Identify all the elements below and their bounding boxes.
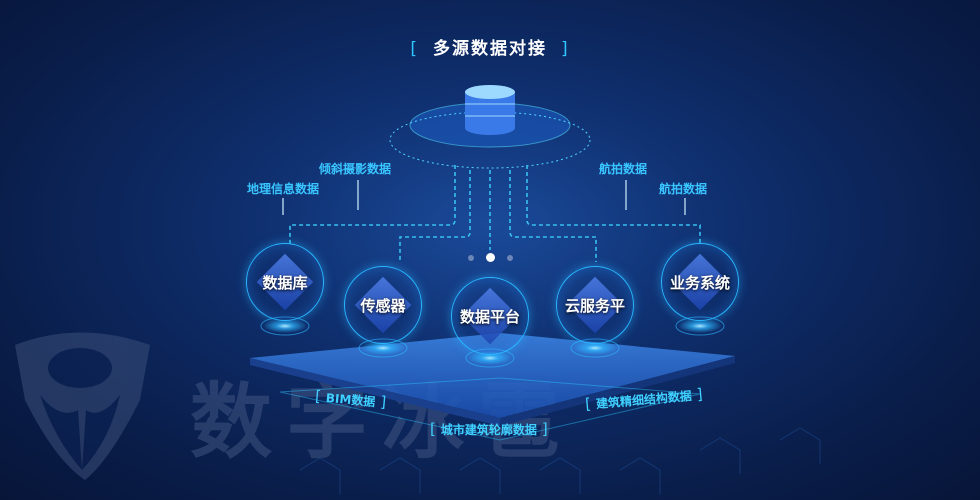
pager-dot-active[interactable] — [486, 253, 495, 262]
pager-dot[interactable] — [507, 255, 513, 261]
node-cloud-service[interactable]: 云服务平 — [556, 266, 634, 344]
source-label: 航拍数据 — [658, 182, 708, 196]
node-business-system[interactable]: 业务系统 — [661, 243, 739, 321]
page-title: [多源数据对接] — [410, 39, 570, 59]
watermark-logo — [15, 332, 150, 480]
hex-floor — [299, 427, 821, 494]
pager-dot[interactable] — [468, 255, 474, 261]
platform-slab — [250, 333, 735, 441]
source-label: 地理信息数据 — [246, 182, 320, 196]
base-label-city-outline: [城市建筑轮廓数据] — [430, 420, 548, 438]
node-database[interactable]: 数据库 — [246, 243, 324, 321]
connector-lines — [289, 165, 701, 262]
node-data-platform[interactable]: 数据平台 — [451, 277, 529, 355]
database-icon — [389, 85, 591, 169]
source-label: 航拍数据 — [598, 162, 648, 176]
title-text: 多源数据对接 — [433, 39, 547, 59]
source-label: 倾斜摄影数据 — [318, 162, 392, 176]
node-sensor[interactable]: 传感器 — [344, 266, 422, 344]
node-glows — [260, 316, 725, 368]
